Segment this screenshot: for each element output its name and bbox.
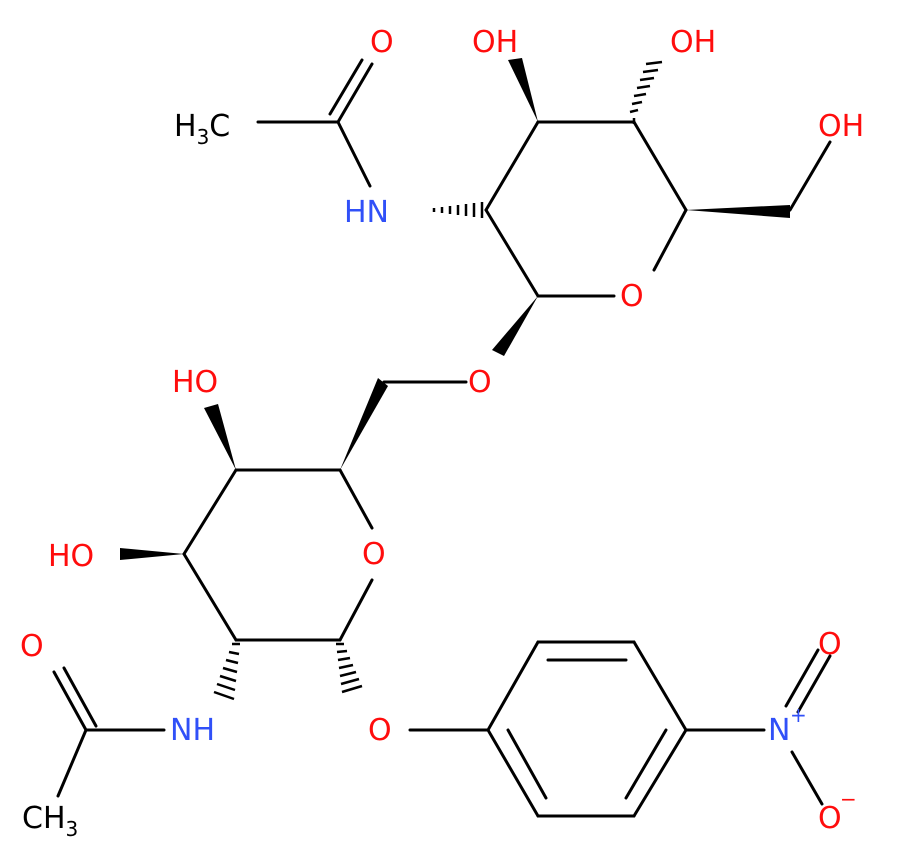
methyl-label: CH3 <box>22 801 78 841</box>
bond <box>506 728 548 800</box>
benzene-ring <box>486 640 766 818</box>
lower-ring-substituents <box>52 404 490 798</box>
bond <box>632 728 688 818</box>
hash-bond <box>629 60 663 124</box>
wedge-bond <box>340 378 388 470</box>
upper-ring <box>484 120 688 298</box>
wedge-bond <box>492 296 538 356</box>
bond <box>62 666 98 728</box>
bond <box>788 140 832 212</box>
bond <box>624 728 668 800</box>
bond <box>338 468 374 530</box>
nitro-nitrogen-label: N <box>768 713 790 748</box>
hydroxyl-label: HO <box>172 365 218 400</box>
ring-oxygen-label: O <box>362 537 386 572</box>
bond <box>486 728 540 818</box>
upper-ring-substituents <box>256 58 832 356</box>
hash-bond <box>336 642 363 694</box>
bond <box>486 640 540 732</box>
hash-bond <box>432 202 484 218</box>
glycosidic-oxygen-label: O <box>468 365 492 400</box>
nitro-oxygen-label: O <box>818 801 842 836</box>
bond <box>52 670 88 732</box>
lower-ring <box>182 468 374 642</box>
bond <box>484 120 540 212</box>
bond <box>336 120 372 188</box>
wedge-bond <box>120 548 184 560</box>
bond <box>632 640 688 732</box>
bond <box>652 208 688 272</box>
nitro-nitrogen-charge: + <box>790 703 807 727</box>
wedge-bond <box>508 58 538 122</box>
bond <box>338 578 374 642</box>
hydroxyl-label: OH <box>472 25 518 60</box>
wedge-bond <box>204 404 236 470</box>
bond <box>796 654 832 714</box>
nitro-oxygen-charge: − <box>840 787 857 811</box>
methyl-label: H3C <box>174 109 230 149</box>
nitro-group <box>784 648 832 806</box>
hydroxyl-label: OH <box>818 109 864 144</box>
bond <box>632 120 688 212</box>
bond <box>182 468 238 556</box>
bond <box>784 648 820 708</box>
amide-nitrogen-label: NH <box>170 713 215 748</box>
hydroxyl-label: HO <box>48 539 94 574</box>
wedge-bond <box>686 205 790 218</box>
hydroxyl-label: OH <box>670 25 716 60</box>
phenoxy-oxygen-label: O <box>368 713 392 748</box>
bond <box>790 750 824 806</box>
carbonyl-oxygen-label: O <box>20 629 44 664</box>
bond <box>56 728 88 798</box>
ring-oxygen-label: O <box>620 279 644 314</box>
nitro-oxygen-label: O <box>818 627 842 662</box>
hash-bond <box>213 642 240 701</box>
bond <box>484 208 540 298</box>
bond <box>336 62 374 124</box>
atom-labels: OH OH OH O H3C HN O O HO O HO O NH CH3 O… <box>20 25 864 841</box>
bond <box>182 552 238 642</box>
amide-nitrogen-label: HN <box>344 195 389 230</box>
bond <box>328 58 364 116</box>
carbonyl-oxygen-label: O <box>370 25 394 60</box>
